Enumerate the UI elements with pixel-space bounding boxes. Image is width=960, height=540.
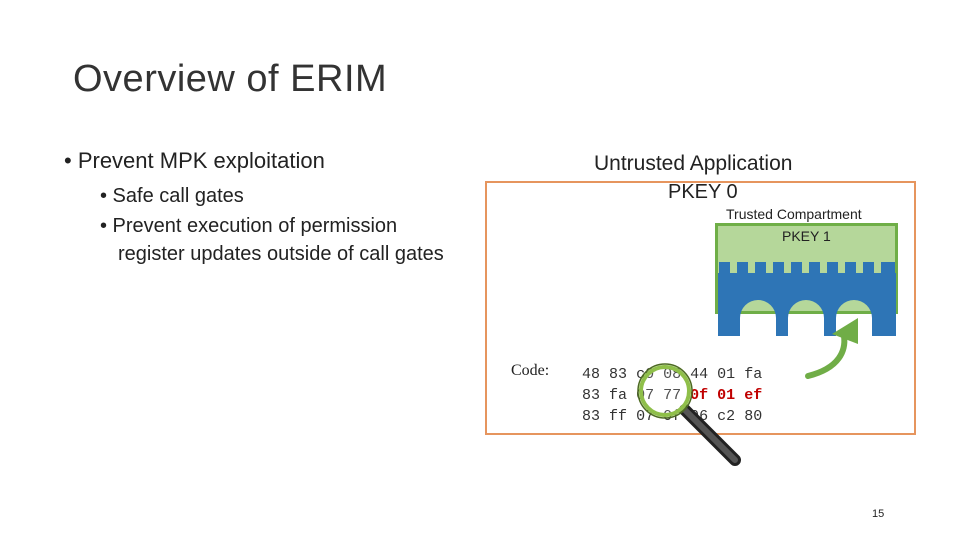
sub-bullet-continued: register updates outside of call gates — [118, 243, 444, 265]
code-line: 83 ff 07 0f 96 c2 80 — [582, 408, 763, 425]
trusted-compartment-label: Trusted Compartment — [726, 206, 862, 222]
slide-title: Overview of ERIM — [73, 58, 388, 100]
highlighted-byte: 0f — [690, 387, 709, 404]
sub-bullet-prevent-execution: • Prevent execution of permission — [100, 215, 398, 237]
pkey0-label: PKEY 0 — [668, 181, 738, 203]
code-bytes: 48 83 c0 08 44 01 fa 83 fa 07 77 0f 01 e… — [582, 364, 762, 427]
pkey1-label: PKEY 1 — [782, 228, 831, 244]
code-label: Code: — [511, 362, 550, 379]
sub-bullet-safe-call-gates: • Safe call gates — [100, 185, 244, 207]
untrusted-app-box — [485, 181, 916, 435]
bullet-prevent-mpk: • Prevent MPK exploitation — [64, 148, 325, 173]
page-number: 15 — [872, 508, 885, 520]
untrusted-app-label: Untrusted Application — [594, 152, 793, 175]
code-line: 83 fa 07 77 0f 01 ef — [582, 387, 763, 404]
highlighted-byte: ef — [744, 387, 763, 404]
highlighted-byte: 01 — [717, 387, 736, 404]
